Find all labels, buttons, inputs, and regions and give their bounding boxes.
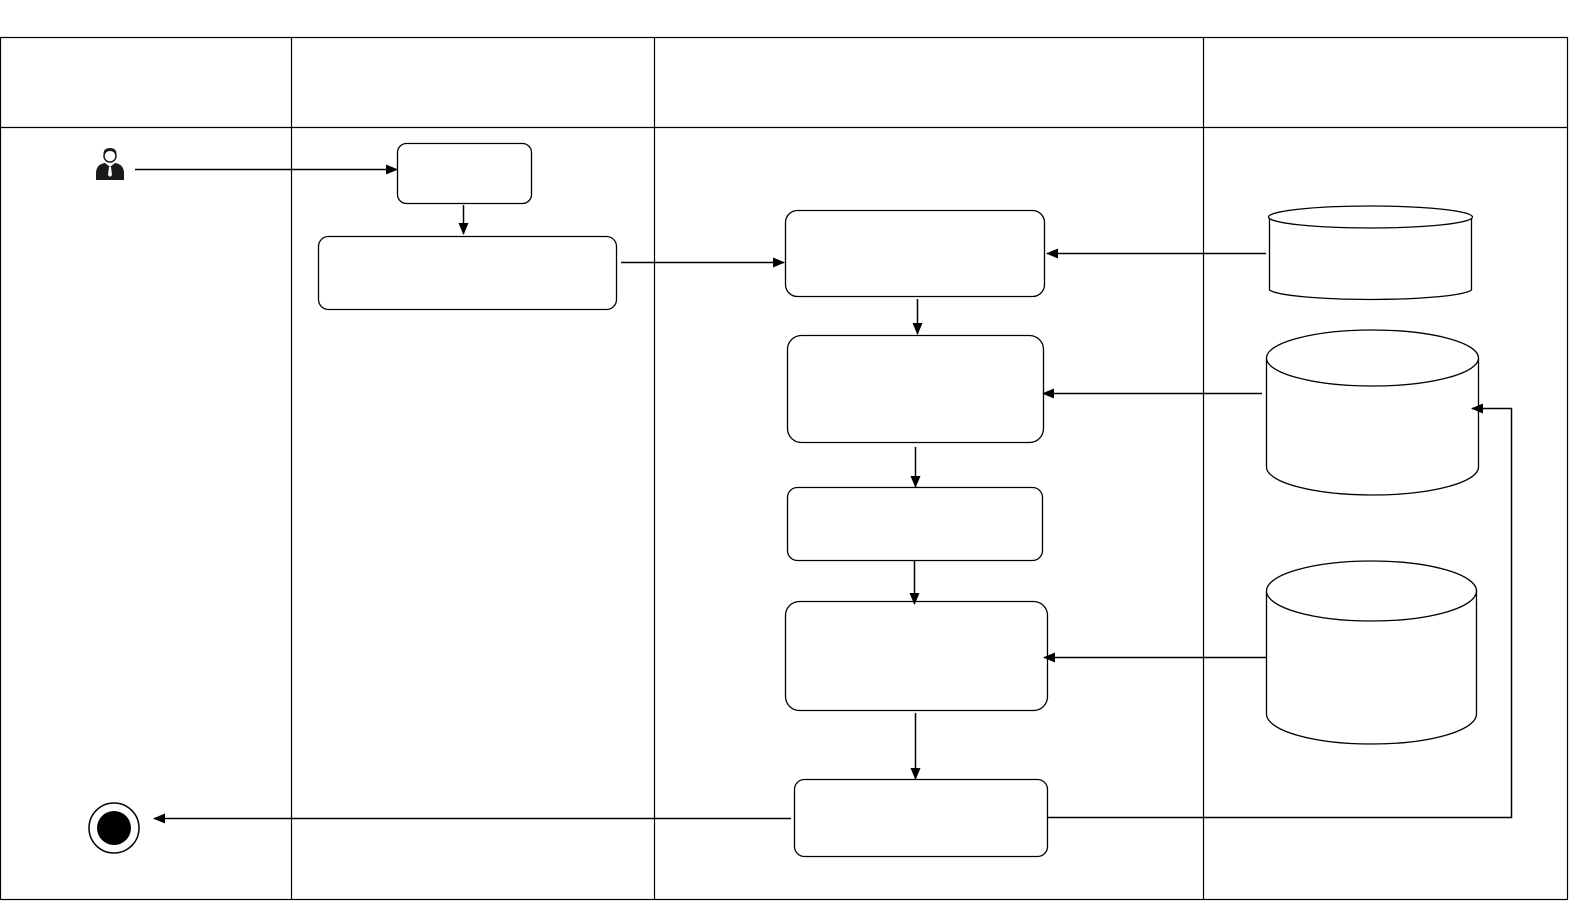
user-icon-tie [108, 167, 112, 177]
datastore-2-body [1265, 358, 1480, 496]
action-node-4 [786, 334, 1045, 444]
connector-action-7-to-datastore-2 [1048, 403, 1513, 819]
datastore-1-body [1268, 217, 1473, 301]
action-node-6 [784, 600, 1049, 712]
swimlane-frame [0, 36, 1569, 901]
action-node-1 [396, 142, 533, 205]
user-icon-hair [103, 148, 117, 155]
action-node-7 [793, 778, 1049, 858]
action-node-5 [786, 486, 1044, 562]
action-node-3 [784, 209, 1046, 298]
action-nodes [317, 142, 1049, 858]
end-node-core [97, 811, 131, 845]
datastore-2 [1265, 329, 1480, 496]
swimlane-border [0, 36, 1569, 901]
datastore-1-top [1267, 205, 1474, 229]
datastore-3-body [1265, 591, 1478, 745]
action-node-2 [317, 235, 618, 311]
datastore-3-top [1265, 560, 1478, 622]
end-node-icon [88, 802, 140, 854]
datastore-1 [1267, 205, 1474, 301]
datastore-2-top [1265, 329, 1480, 387]
datastore-3 [1265, 560, 1478, 745]
user-icon [96, 148, 124, 180]
connectors [135, 164, 1513, 824]
